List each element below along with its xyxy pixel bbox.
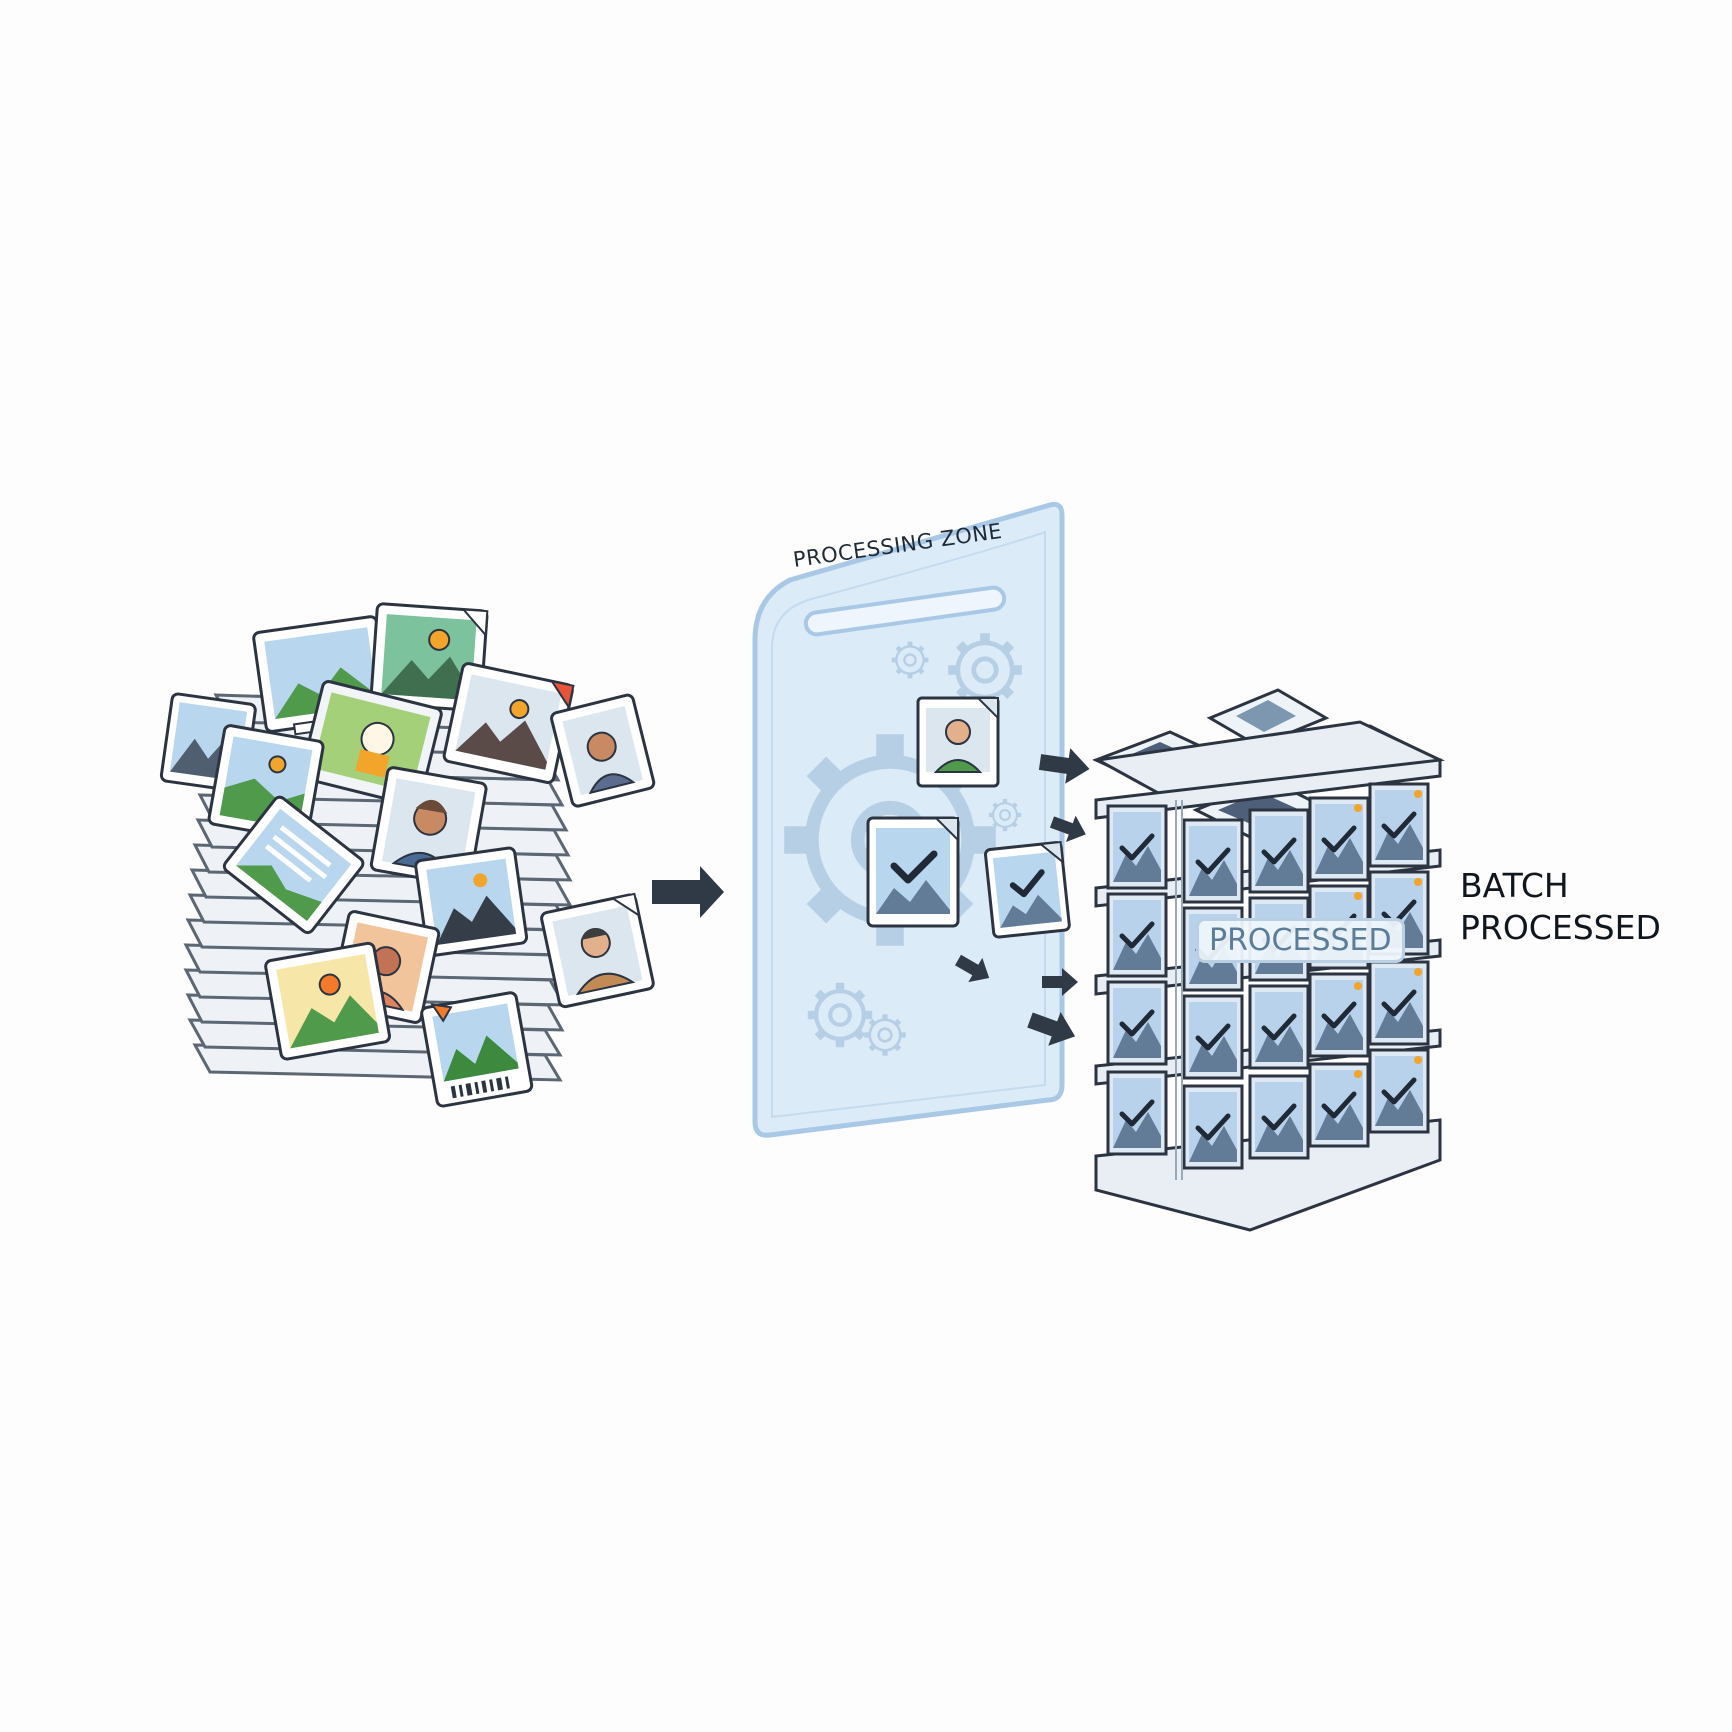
image-checkmark-icon xyxy=(866,816,960,928)
batch-processed-label: BATCH PROCESSED xyxy=(1460,865,1661,949)
photo-card-3 xyxy=(369,602,489,712)
batch-label-line1: BATCH xyxy=(1460,866,1569,905)
flow-arrow-main xyxy=(652,866,724,918)
photo-card-14 xyxy=(420,991,534,1108)
photo-card-9 xyxy=(369,766,488,888)
batch-label-line2: PROCESSED xyxy=(1460,908,1661,947)
processed-tag: PROCESSED xyxy=(1196,918,1405,963)
photo-card-5 xyxy=(442,662,575,784)
arrow-right-icon xyxy=(955,748,1090,1046)
processing-file-person xyxy=(916,696,1000,788)
image-checkmark-icon-small xyxy=(983,840,1071,939)
photo-card-6 xyxy=(550,693,656,808)
processed-image-stack xyxy=(1092,688,1445,1232)
photo-card-13 xyxy=(264,941,391,1061)
photo-card-11 xyxy=(540,892,655,1009)
unsorted-image-pile xyxy=(159,602,656,1108)
photo-card-8 xyxy=(222,795,365,935)
photo-card-10 xyxy=(414,846,529,957)
